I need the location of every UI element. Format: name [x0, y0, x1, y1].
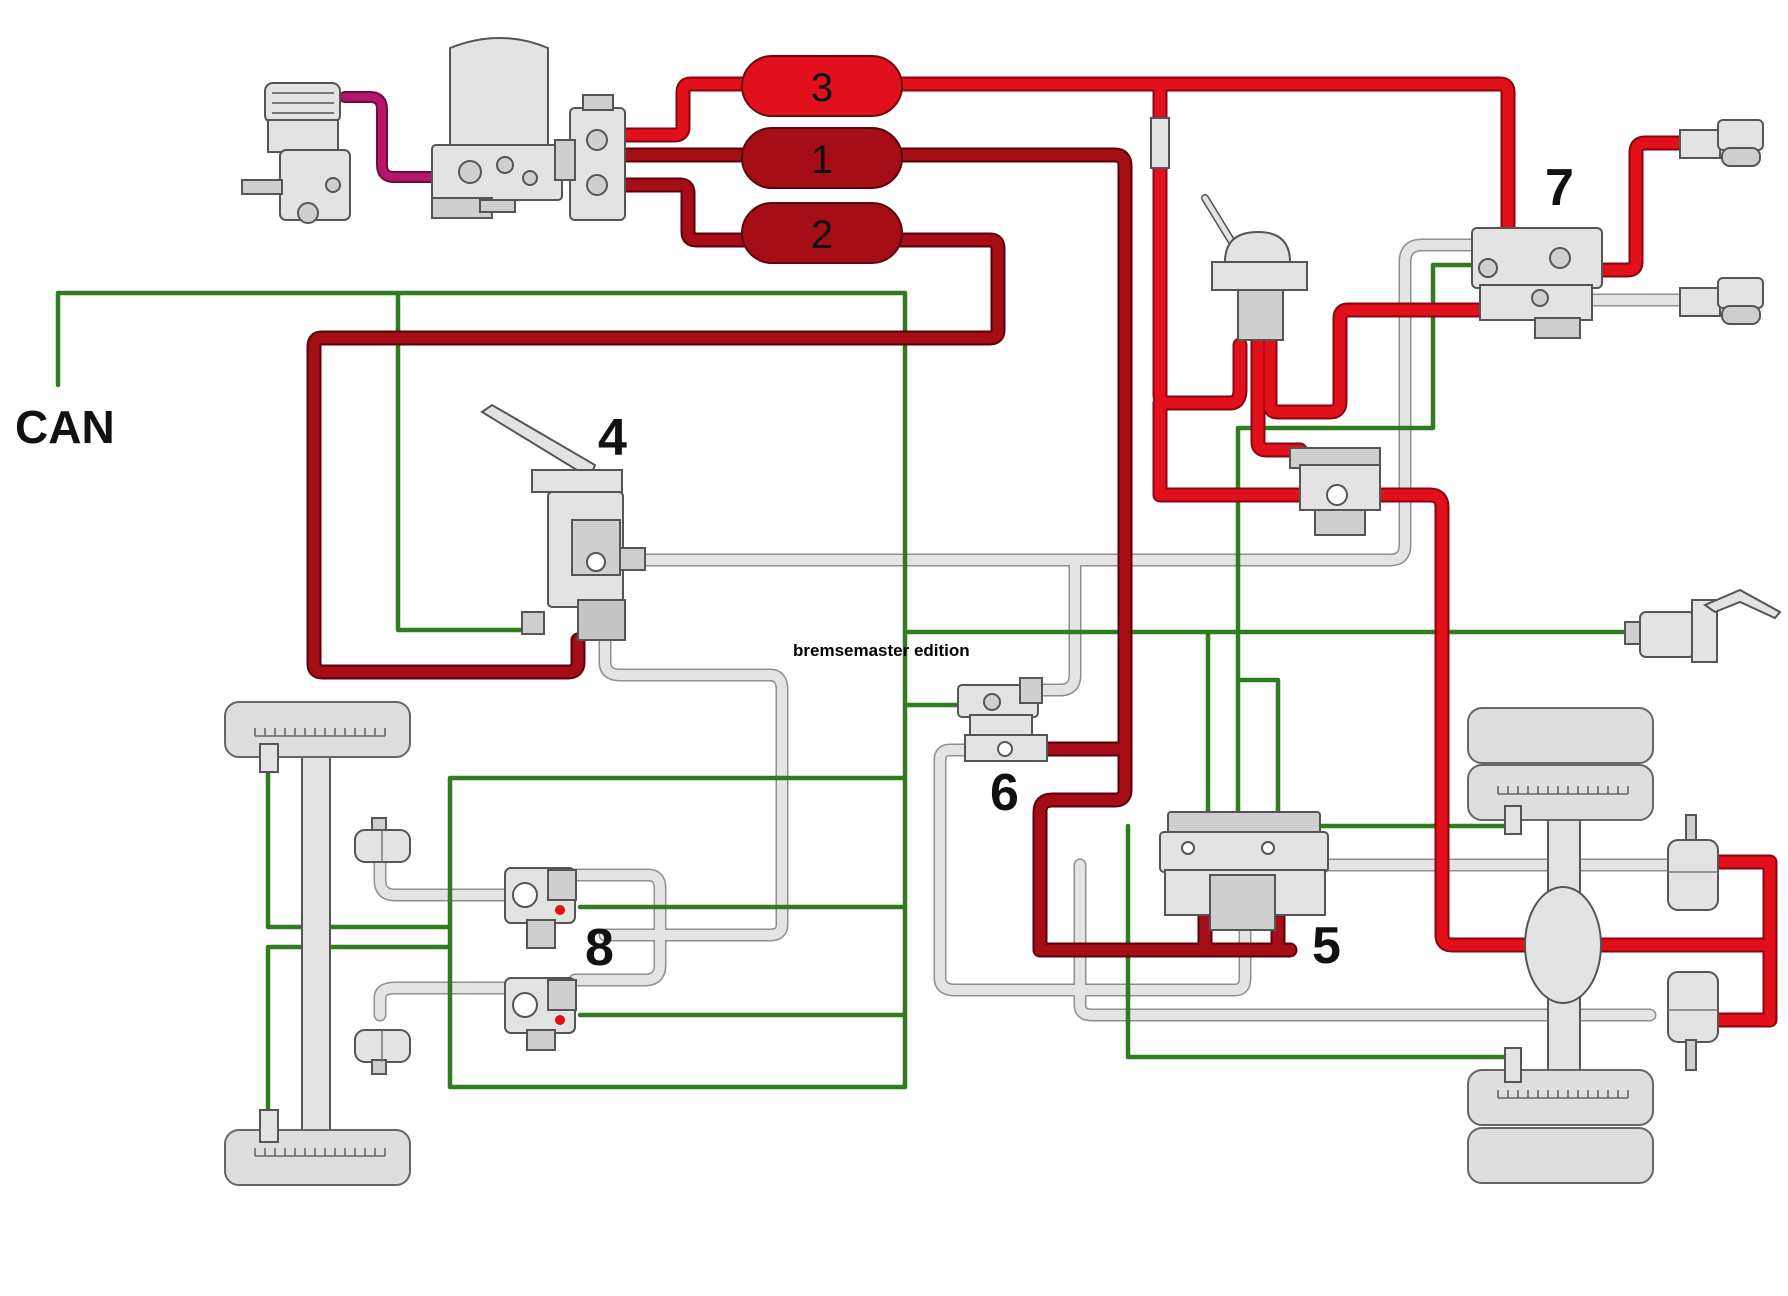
coupling-head-red-icon [1679, 119, 1764, 167]
front-wheel-lower-icon [224, 1109, 411, 1186]
protection-valve-icon [554, 94, 626, 221]
abs-modulator-upper-icon [504, 867, 577, 949]
air-dryer-icon [431, 37, 563, 219]
component-number-7: 7 [1545, 159, 1574, 217]
compressor-line [339, 91, 446, 183]
air-tank-3-label: 3 [811, 66, 833, 110]
front-axle-modulator-icon [957, 677, 1048, 762]
bright-red-circuit [612, 76, 1778, 1028]
component-number-5: 5 [1312, 917, 1341, 975]
coupling-head-yellow-icon [1679, 277, 1764, 325]
component-number-6: 6 [990, 764, 1019, 822]
air-tank-2-label: 2 [811, 213, 833, 257]
can-lines [55, 262, 1628, 1115]
rear-spring-brake-chamber-upper-icon [1667, 814, 1719, 911]
rear-axle-icon [1524, 814, 1602, 1084]
air-tank-3: 3 [741, 55, 903, 117]
rear-wheel-upper-outer-icon [1467, 707, 1654, 764]
air-tank-2: 2 [741, 202, 903, 264]
foot-brake-valve-icon [480, 403, 646, 641]
compressor-icon [241, 82, 351, 224]
trailer-control-module-icon [1471, 227, 1603, 339]
rear-wheel-upper-inner-icon [1467, 764, 1654, 835]
rear-wheel-lower-inner-icon [1467, 1047, 1654, 1126]
inline-fitting [1150, 117, 1170, 169]
front-axle-icon [301, 751, 331, 1133]
rear-axle-modulator-icon [1159, 811, 1329, 931]
can-label: CAN [15, 401, 115, 453]
trailer-electrical-socket-icon [1624, 588, 1782, 663]
abs-modulator-lower-icon [504, 977, 577, 1051]
watermark-text: bremsemaster edition [793, 641, 970, 660]
control-lines [373, 238, 1692, 1022]
front-brake-chamber-lower-icon [354, 1029, 411, 1075]
component-number-8: 8 [585, 919, 614, 977]
air-tank-1-label: 1 [811, 138, 833, 182]
relay-valve-icon [1289, 447, 1381, 536]
front-brake-chamber-upper-icon [354, 817, 411, 863]
hand-brake-valve-icon [1201, 194, 1308, 341]
rear-wheel-lower-outer-icon [1467, 1127, 1654, 1184]
rear-spring-brake-chamber-lower-icon [1667, 971, 1719, 1071]
dark-red-circuits [306, 147, 1298, 958]
component-number-4: 4 [598, 409, 627, 467]
air-tank-1: 1 [741, 127, 903, 189]
front-wheel-upper-icon [224, 701, 411, 773]
